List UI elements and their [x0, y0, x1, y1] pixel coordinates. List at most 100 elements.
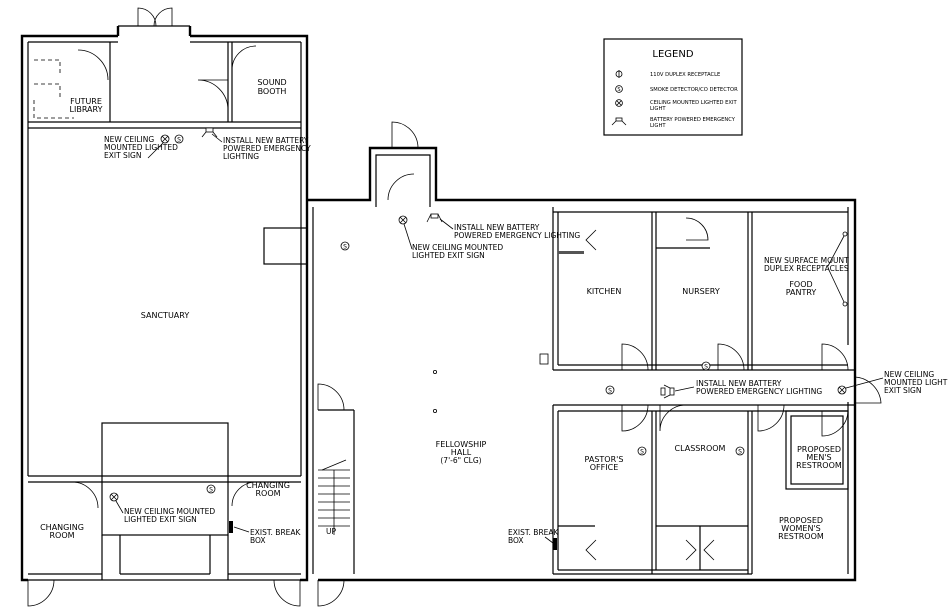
note-exit-sign-corridor: NEW CEILING: [884, 370, 934, 379]
room-label-food-pantry: FOOD: [789, 280, 812, 289]
vestibule-door[interactable]: [77, 49, 109, 81]
room-label-pastors-office: PASTOR'S: [585, 455, 624, 464]
entry-vestibule: [28, 7, 301, 129]
changing-room-door-right[interactable]: [231, 481, 257, 507]
smoke-detector-icon: S: [701, 361, 711, 371]
room-label-changing-room-right: CHANGING: [246, 481, 290, 490]
future-library-doors: [33, 59, 74, 119]
room-label-future-library: LIBRARY: [70, 105, 103, 114]
vestibule-inner-door[interactable]: [387, 173, 415, 201]
north-door[interactable]: [391, 121, 419, 149]
smoke-symbol-label: S: [177, 137, 181, 144]
smoke-symbol-label: S: [640, 449, 644, 456]
office-closet-door[interactable]: [585, 539, 597, 561]
legend-title: LEGEND: [652, 49, 693, 60]
nursery-door[interactable]: [717, 343, 745, 371]
room-label-womens-restroom: RESTROOM: [778, 532, 824, 541]
legend-item-label: SMOKE DETECTOR/CO DETECTOR: [650, 87, 738, 93]
room-label-sound-booth: BOOTH: [258, 87, 287, 96]
note-exit-sign-sanctuary: EXIT SIGN: [104, 151, 141, 160]
appliance: [539, 353, 549, 365]
smoke-symbol-label: S: [704, 364, 708, 371]
note-emergency-sanctuary: INSTALL NEW BATTERY: [223, 136, 309, 145]
sanctuary-walls: [27, 227, 308, 607]
emergency-light-icon: [426, 213, 443, 223]
room-label-nursery: NURSERY: [682, 287, 720, 296]
room-label-womens-restroom: PROPOSED: [779, 516, 823, 525]
wall-chase: [263, 227, 308, 265]
exit-door-fellowship[interactable]: [317, 579, 345, 607]
break-box: [229, 521, 233, 533]
east-wing-walls: [539, 207, 882, 575]
stair-door[interactable]: [317, 383, 345, 411]
smoke-detector-icon: S: [605, 385, 615, 395]
office-door[interactable]: [621, 404, 649, 432]
emergency-light-icon: [663, 384, 675, 399]
room-label-fellowship-hall: FELLOWSHIP: [436, 440, 487, 449]
mens-restroom-door[interactable]: [821, 410, 849, 437]
room-label-changing-room-right: ROOM: [255, 489, 280, 498]
exit-door-left[interactable]: [27, 579, 55, 607]
exit-door-east[interactable]: [854, 376, 882, 404]
exit-sign-icon: [837, 385, 847, 395]
note-exit-sign-sanctuary: NEW CEILING: [104, 135, 154, 144]
smoke-detector-icon: S: [615, 85, 623, 93]
column-dot: [432, 408, 437, 413]
room-label-sanctuary: SANCTUARY: [141, 311, 190, 320]
room-label-food-pantry: PANTRY: [786, 288, 817, 297]
sound-booth-door[interactable]: [231, 45, 257, 71]
room-label-sound-booth: SOUND: [257, 78, 286, 87]
smoke-symbol-label: S: [608, 388, 612, 395]
note-exit-sign-corridor: EXIT SIGN: [884, 386, 921, 395]
smoke-detector-icon: S: [174, 134, 184, 144]
note-emergency-sanctuary: POWERED EMERGENCY: [223, 144, 311, 153]
mens-restroom-walls: [785, 410, 849, 490]
note-exit-sign-corridor: MOUNTED LIGHTED: [884, 378, 948, 387]
receptacle-icon: [842, 231, 848, 237]
legend-item-label: 110V DUPLEX RECEPTACLE: [650, 72, 720, 78]
legend-item-label: CEILING MOUNTED LIGHTED EXIT: [650, 100, 738, 106]
exterior-walls: [20, 25, 857, 582]
note-break-box-changing: BOX: [250, 536, 266, 545]
smoke-symbol-label: S: [738, 449, 742, 456]
smoke-symbol-label: S: [343, 244, 347, 251]
legend-item-label: LIGHT: [650, 106, 666, 112]
counter: [558, 251, 584, 254]
note-exit-sign-fellowship: NEW CEILING MOUNTED: [412, 243, 503, 252]
note-exit-sign-sanctuary: MOUNTED LIGHTED: [104, 143, 178, 152]
note-emergency-corridor: INSTALL NEW BATTERY: [696, 379, 782, 388]
room-label-mens-restroom: MEN'S: [806, 453, 831, 462]
room-label-pastors-office: OFFICE: [590, 463, 619, 472]
note-emergency-sanctuary: LIGHTING: [223, 152, 259, 161]
exit-sign-icon: [109, 492, 119, 502]
platform: [101, 422, 229, 536]
note-duplex-receptacles: DUPLEX RECEPTACLES: [764, 264, 849, 273]
kitchen-pantry-door[interactable]: [585, 229, 597, 251]
kitchen-door[interactable]: [621, 343, 649, 371]
note-exit-sign-fellowship: LIGHTED EXIT SIGN: [412, 251, 485, 260]
room-label-mens-restroom: RESTROOM: [796, 461, 842, 470]
nursery-closet-door[interactable]: [685, 217, 709, 241]
smoke-detector-icon: S: [637, 446, 647, 456]
note-emergency-fellowship: POWERED EMERGENCY LIGHTING: [454, 231, 580, 240]
entry-door-left[interactable]: [137, 7, 157, 27]
legend: LEGEND 110V DUPLEX RECEPTACLE S SMOKE DE…: [603, 38, 743, 136]
receptacle-icon: [615, 70, 623, 78]
legend-item-label: BATTERY POWERED EMERGENCY: [650, 117, 736, 123]
room-label-fellowship-hall: (7'-6" CLG): [440, 456, 481, 465]
classroom-closet-doors[interactable]: [685, 539, 715, 561]
exit-door-right[interactable]: [273, 579, 301, 607]
smoke-detector-icon: S: [735, 446, 745, 456]
vestibule-door-right[interactable]: [197, 79, 229, 111]
receptacle-icon: [842, 301, 848, 307]
classroom-door[interactable]: [659, 404, 687, 432]
smoke-detector-icon: S: [206, 484, 216, 494]
stair-up-label: UP: [326, 527, 336, 536]
changing-room-door-left[interactable]: [71, 481, 99, 509]
note-exit-sign-changing: NEW CEILING MOUNTED: [124, 507, 215, 516]
entry-door-right[interactable]: [153, 7, 173, 27]
legend-item-label: LIGHT: [650, 123, 666, 129]
fellowship-walls: [312, 121, 437, 607]
pantry-door[interactable]: [821, 343, 849, 371]
womens-restroom-door[interactable]: [757, 404, 785, 432]
